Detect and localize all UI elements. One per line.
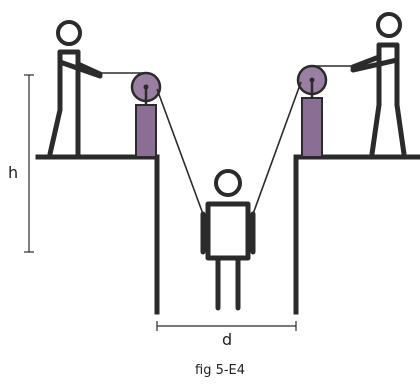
left-pulley-icon (130, 71, 162, 105)
rope (98, 65, 355, 215)
distance-label: d (222, 330, 232, 349)
right-pulley-post (301, 97, 323, 158)
left-puller-figure (47, 20, 103, 157)
right-pulley-icon (296, 64, 328, 98)
distance-dimension (156, 321, 297, 331)
figure-caption: fig 5-E4 (195, 363, 245, 378)
right-puller-figure (350, 12, 407, 157)
lowered-person-figure (200, 169, 256, 311)
right-cliff (293, 154, 420, 315)
left-cliff (35, 154, 160, 315)
left-pulley-post (135, 104, 157, 158)
height-dimension (24, 74, 34, 253)
height-label: h (8, 163, 18, 182)
